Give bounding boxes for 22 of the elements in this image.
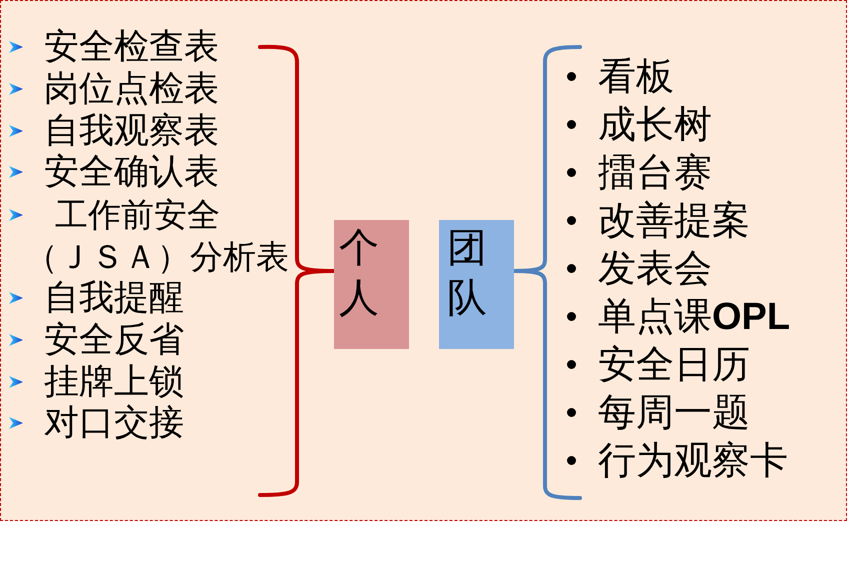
list-item-text: 看板 <box>598 53 674 100</box>
list-item-text: 改善提案 <box>598 197 750 244</box>
list-item-text: 安全检查表 <box>44 26 219 68</box>
list-item-text: 对口交接 <box>44 402 184 444</box>
list-item-text: 自我观察表 <box>44 110 219 152</box>
list-item-text: 发表会 <box>598 245 712 292</box>
list-item-text: 安全反省 <box>44 319 184 361</box>
list-item-text: 行为观察卡 <box>598 437 788 484</box>
list-item-text: 安全确认表 <box>44 151 219 193</box>
list-item-text: 成长树 <box>598 101 712 148</box>
list-item-text: 岗位点检表 <box>44 68 219 110</box>
box-label: 个人 <box>339 224 379 323</box>
list-item-text: 工作前安全（ＪＳＡ）分析表 <box>25 194 290 278</box>
label-box <box>439 220 514 349</box>
list-item-text: 每周一题 <box>598 389 750 436</box>
label-box <box>334 220 409 349</box>
box-label: 团队 <box>447 224 487 323</box>
list-item-text: 擂台赛 <box>598 149 712 196</box>
list-item-text: 单点课OPL <box>598 293 790 340</box>
list-item-text: 安全日历 <box>598 341 750 388</box>
list-item-text: 挂牌上锁 <box>44 361 184 403</box>
list-item-text: 自我提醒 <box>44 277 184 319</box>
